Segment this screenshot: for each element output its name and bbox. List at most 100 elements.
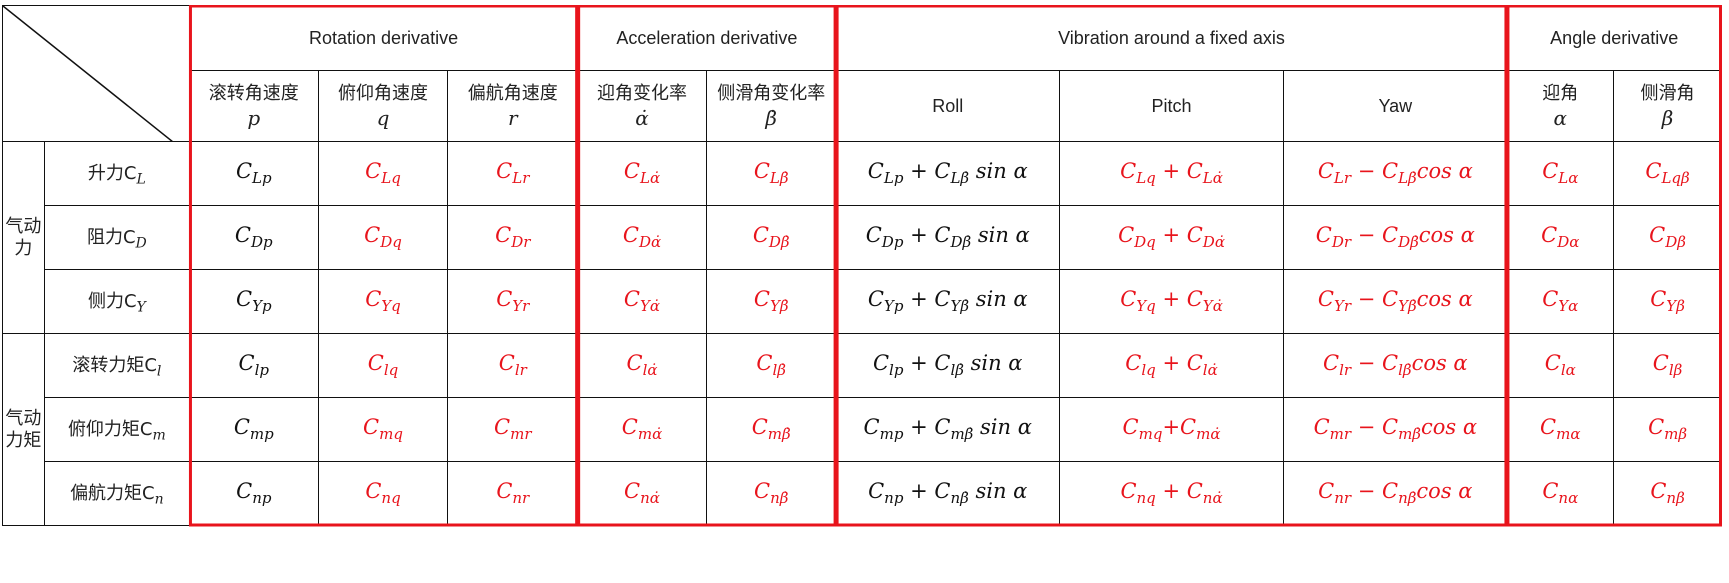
coef-base: C xyxy=(496,479,513,504)
coef-base: C xyxy=(1118,223,1135,248)
coef-operator: − C xyxy=(1351,287,1399,312)
coefficient-expression: Cmβ xyxy=(1648,415,1687,443)
coef-subscript: Dβ xyxy=(1665,233,1686,252)
coefficient-cell: CYq xyxy=(317,269,449,334)
coef-subscript: Yα̇ xyxy=(1202,297,1223,316)
coefficient-expression: Cmr xyxy=(494,415,531,443)
coef-base: C xyxy=(365,479,382,504)
coefficient-expression: CLqβ xyxy=(1645,159,1689,187)
coefficient-cell: CLα xyxy=(1506,141,1615,206)
coef-subscript: nr xyxy=(1334,489,1352,508)
derivative-table: Rotation derivative Acceleration derivat… xyxy=(2,5,1722,526)
coefficient-cell: Cmβ̇ xyxy=(705,397,837,462)
coefficient-expression: Cmp xyxy=(233,415,274,443)
coef-operator: − C xyxy=(1351,159,1399,184)
coef-subscript: Yα̇ xyxy=(640,297,661,316)
coef-base: C xyxy=(234,223,251,248)
coefficient-cell: CYβ xyxy=(1613,269,1722,334)
coef-base: C xyxy=(1648,415,1665,440)
coefficient-cell: Cnr xyxy=(447,461,579,526)
coef-trig-term: sin α xyxy=(969,159,1028,184)
subheader-label: 迎角 xyxy=(1542,83,1579,104)
coefficient-cell: CYq + CYα̇ xyxy=(1058,269,1285,334)
row-label-subscript: m xyxy=(152,427,166,444)
coef-subscript: lr xyxy=(1339,361,1352,380)
coef-base: C xyxy=(238,351,255,376)
coefficient-expression: CLα xyxy=(1542,159,1578,187)
coef-subscript: lβ̇ xyxy=(1398,361,1412,380)
coefficient-cell: CLqβ xyxy=(1613,141,1722,206)
subheader-label: Yaw xyxy=(1378,96,1413,116)
coef-subscript: Lα̇ xyxy=(1202,169,1223,188)
coefficient-cell: Cnβ̇ xyxy=(705,461,837,526)
coef-operator: + C xyxy=(903,479,951,504)
coef-trig-term: sin α xyxy=(969,287,1028,312)
coefficient-expression: Cmα̇ xyxy=(621,415,662,443)
coef-subscript: Dβ̇ xyxy=(768,233,790,252)
coef-subscript: mβ̇ xyxy=(767,425,791,444)
row-group-label: 气动力 xyxy=(2,141,45,334)
coefficient-expression: CDβ xyxy=(1649,223,1686,251)
coef-operator: + C xyxy=(903,223,951,248)
coef-operator: − C xyxy=(1351,223,1399,248)
coef-base: C xyxy=(867,159,884,184)
subheader-cell: Yaw xyxy=(1283,70,1508,142)
coef-trig-term: sin α xyxy=(963,351,1023,376)
coef-base: C xyxy=(868,479,885,504)
coef-base: C xyxy=(1317,159,1334,184)
coef-subscript: Lβ̇ xyxy=(1398,169,1417,188)
coefficient-cell: Clr − Clβ̇cos α xyxy=(1283,333,1508,398)
coefficient-expression: Clβ xyxy=(1653,351,1683,379)
coef-subscript: mβ xyxy=(1664,425,1688,444)
coef-subscript: mα xyxy=(1556,425,1581,444)
coef-base: C xyxy=(494,415,511,440)
row-label-cell: 阻力CD xyxy=(43,205,190,270)
coef-subscript: lp xyxy=(254,361,270,380)
coefficient-expression: Clβ̇ xyxy=(756,351,786,379)
subheader-symbol: r xyxy=(507,106,518,130)
row-label-subscript: L xyxy=(136,171,146,188)
coef-subscript: lα xyxy=(1560,361,1576,380)
coefficient-expression: CDq xyxy=(364,223,402,251)
coef-base: C xyxy=(1650,479,1667,504)
coef-subscript: Lβ̇ xyxy=(950,169,970,188)
coefficient-cell: CLr − CLβ̇cos α xyxy=(1283,141,1508,206)
coefficient-cell: Cmα̇ xyxy=(577,397,707,462)
subheader-cell: Roll xyxy=(835,70,1060,142)
coef-subscript: Dα̇ xyxy=(638,233,662,252)
coef-subscript: Yq xyxy=(1136,297,1156,316)
coef-subscript: mp xyxy=(249,425,274,444)
row-label: 升力C xyxy=(87,163,137,185)
coef-subscript: Lα̇ xyxy=(639,169,661,188)
subheader-cell: Pitch xyxy=(1058,70,1285,142)
coefficient-cell: Cnr − Cnβ̇cos α xyxy=(1283,461,1508,526)
coefficient-cell: Clβ xyxy=(1613,333,1722,398)
coef-subscript: np xyxy=(252,489,272,508)
coefficient-cell: CLr xyxy=(447,141,579,206)
coef-operator: − C xyxy=(1351,479,1399,504)
coef-trig-term: sin α xyxy=(971,223,1030,248)
coef-subscript: Lr xyxy=(512,169,530,188)
subheader-symbol: q xyxy=(376,106,390,130)
coef-operator: + C xyxy=(1155,159,1203,184)
coefficient-expression: Cmq xyxy=(363,415,403,443)
group-header-rotation: Rotation derivative xyxy=(188,5,579,71)
coefficient-expression: CDp xyxy=(234,223,273,251)
coefficient-cell: Cmq xyxy=(317,397,449,462)
coef-subscript: Yp xyxy=(883,297,904,316)
coef-base: C xyxy=(233,415,250,440)
coef-subscript: Yβ̇ xyxy=(1398,297,1417,316)
coef-operator: +C xyxy=(1162,415,1197,440)
row-label-subscript: D xyxy=(135,235,147,252)
coef-subscript: Yr xyxy=(512,297,530,316)
row-label: 滚转力矩C xyxy=(72,355,157,377)
coef-base: C xyxy=(621,415,638,440)
coef-subscript: Dq xyxy=(1134,233,1156,252)
coefficient-cell: CDp xyxy=(188,205,319,270)
coef-base: C xyxy=(363,415,380,440)
